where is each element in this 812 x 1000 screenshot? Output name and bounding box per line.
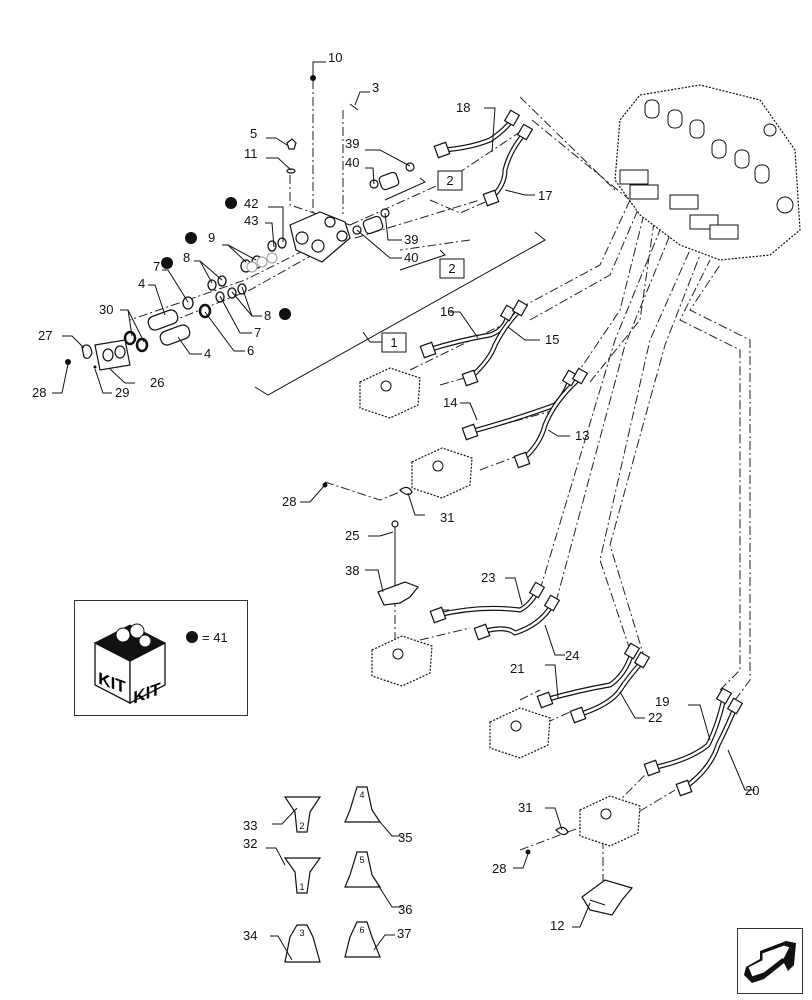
small-parts (65, 75, 415, 371)
callout-5[interactable]: 5 (250, 126, 257, 141)
callout-23[interactable]: 23 (481, 570, 495, 585)
reference-box-label: 2 (448, 261, 455, 276)
decal-number: 1 (299, 882, 304, 892)
navigate-button[interactable] (737, 928, 803, 994)
callout-22[interactable]: 22 (648, 710, 662, 725)
decal-number: 6 (359, 925, 364, 935)
decal-number: 5 (359, 855, 364, 865)
callout-39[interactable]: 39 (345, 136, 359, 151)
callout-7[interactable]: 7 (153, 259, 160, 274)
callout-31[interactable]: 31 (440, 510, 454, 525)
callout-28[interactable]: 28 (282, 494, 296, 509)
callout-25[interactable]: 25 (345, 528, 359, 543)
callout-28[interactable]: 28 (32, 385, 46, 400)
decal-number: 2 (299, 821, 304, 831)
callout-4[interactable]: 4 (204, 346, 211, 361)
callout-8[interactable]: 8 (264, 308, 271, 323)
valve-section-ports (380, 380, 612, 820)
mounting-hardware (322, 482, 634, 916)
callout-30[interactable]: 30 (99, 302, 113, 317)
callout-38[interactable]: 38 (345, 563, 359, 578)
callout-31[interactable]: 31 (518, 800, 532, 815)
callout-12[interactable]: 12 (550, 918, 564, 933)
callout-35[interactable]: 35 (398, 830, 412, 845)
callout-33[interactable]: 33 (243, 818, 257, 833)
kit-equals-label: = 41 (202, 630, 228, 645)
callout-7[interactable]: 7 (254, 325, 261, 340)
tube-fittings (419, 109, 744, 797)
callout-17[interactable]: 17 (538, 188, 552, 203)
remote-valve-sections (359, 367, 641, 847)
callout-13[interactable]: 13 (575, 428, 589, 443)
kit-legend: KIT KIT = 41 (74, 600, 248, 716)
callout-37[interactable]: 37 (397, 926, 411, 941)
callout-14[interactable]: 14 (443, 395, 457, 410)
callout-15[interactable]: 15 (545, 332, 559, 347)
callout-40[interactable]: 40 (345, 155, 359, 170)
callout-36[interactable]: 36 (398, 902, 412, 917)
decal-numbers: 2 4 1 5 3 6 (299, 790, 364, 938)
callout-10[interactable]: 10 (328, 50, 342, 65)
callout-18[interactable]: 18 (456, 100, 470, 115)
callout-20[interactable]: 20 (745, 783, 759, 798)
decals (283, 786, 382, 963)
decal-number: 4 (359, 790, 364, 800)
callout-28[interactable]: 28 (492, 861, 506, 876)
callout-29[interactable]: 29 (115, 385, 129, 400)
main-control-valve (614, 84, 801, 261)
kit-markers (161, 197, 291, 320)
callout-26[interactable]: 26 (150, 375, 164, 390)
callout-21[interactable]: 21 (510, 661, 524, 676)
callout-40[interactable]: 40 (404, 250, 418, 265)
arrow-navigate-icon (744, 941, 796, 983)
reference-boxes: 2 2 1 (362, 170, 465, 353)
callout-27[interactable]: 27 (38, 328, 52, 343)
leader-lines (52, 61, 755, 961)
callout-6[interactable]: 6 (247, 343, 254, 358)
callouts: 10 3 18 5 11 39 40 17 42 43 39 40 9 8 7 … (32, 50, 759, 943)
callout-3[interactable]: 3 (372, 80, 379, 95)
callout-11[interactable]: 11 (244, 146, 258, 161)
callout-32[interactable]: 32 (243, 836, 257, 851)
hydraulic-tubes (425, 117, 738, 791)
callout-8[interactable]: 8 (183, 250, 190, 265)
callout-16[interactable]: 16 (440, 304, 454, 319)
priority-valve-body (289, 211, 351, 263)
kit-box-icon: KIT KIT = 41 (93, 623, 228, 708)
callout-9[interactable]: 9 (208, 230, 215, 245)
decal-number: 3 (299, 928, 304, 938)
callout-42[interactable]: 42 (244, 196, 258, 211)
callout-4[interactable]: 4 (138, 276, 145, 291)
callout-43[interactable]: 43 (244, 213, 258, 228)
black-dot-icon (186, 631, 198, 643)
reference-box-label: 1 (390, 335, 397, 350)
callout-34[interactable]: 34 (243, 928, 257, 943)
group-brackets (254, 177, 546, 396)
callout-19[interactable]: 19 (655, 694, 669, 709)
callout-39[interactable]: 39 (404, 232, 418, 247)
callout-24[interactable]: 24 (565, 648, 579, 663)
reference-box-label: 2 (446, 173, 453, 188)
